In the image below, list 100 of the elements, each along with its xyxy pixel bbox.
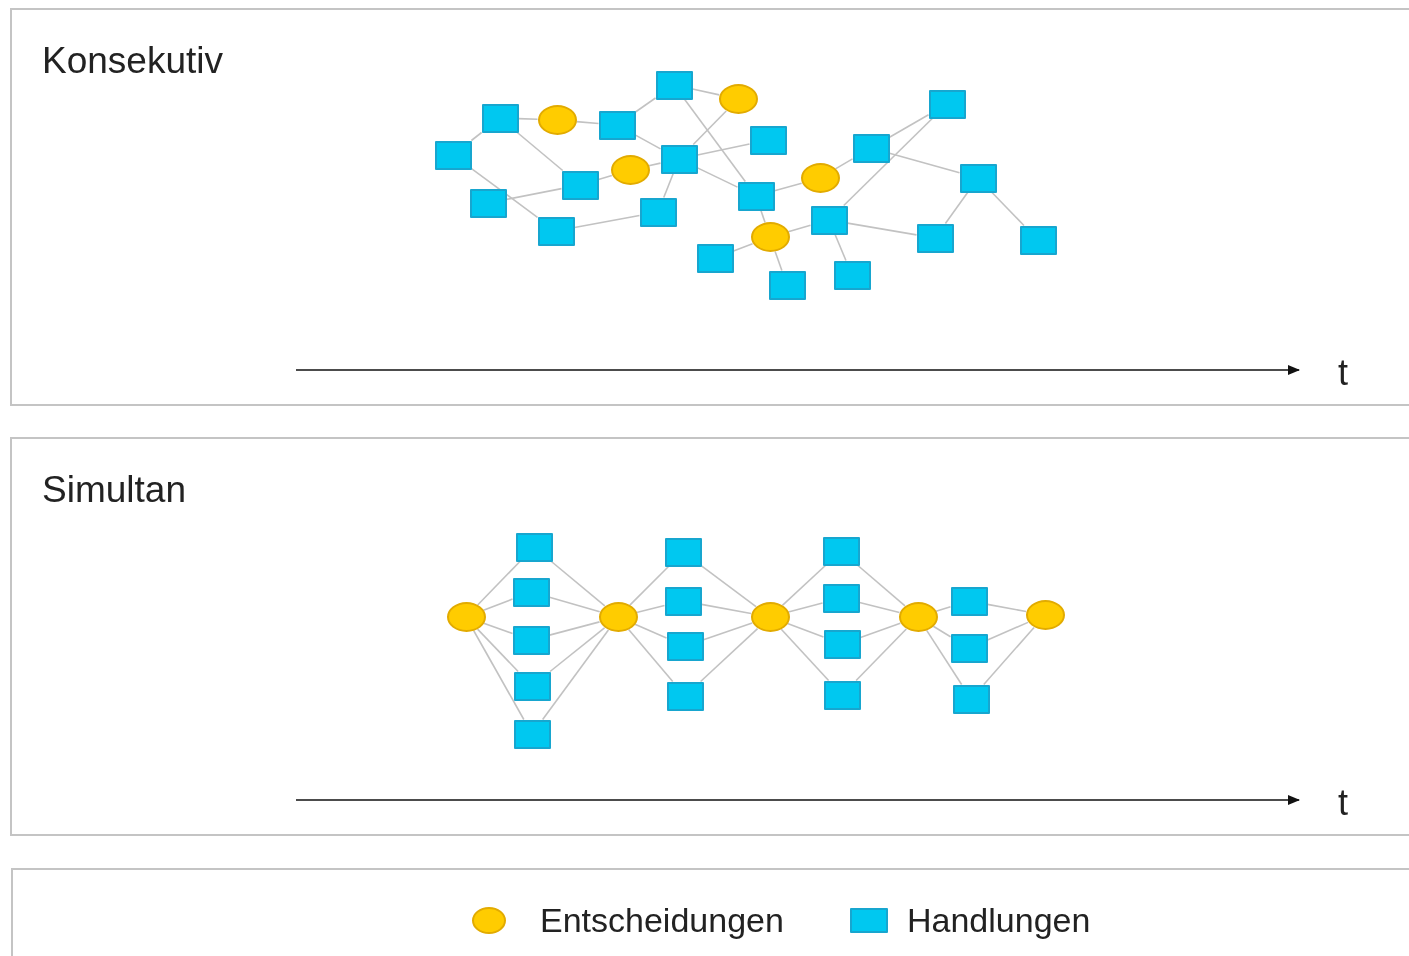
axis-label: t (1338, 355, 1348, 391)
action-box (768, 270, 806, 300)
connector-line (683, 98, 747, 183)
action-box (666, 631, 704, 661)
action-box (469, 188, 507, 218)
decision-ellipse (898, 602, 938, 632)
connector-line (482, 598, 514, 612)
connector-line (834, 158, 854, 170)
connector-line (991, 191, 1025, 227)
panel (10, 437, 1409, 836)
action-box (823, 629, 861, 659)
connector-line (550, 560, 606, 607)
connector-line (597, 174, 613, 181)
action-box (481, 103, 519, 133)
action-box (916, 223, 954, 253)
connector-line (888, 113, 930, 139)
panel (10, 8, 1409, 406)
connector-line (855, 628, 908, 682)
connector-line (635, 604, 666, 614)
connector-line (702, 622, 753, 641)
connector-line (472, 629, 525, 721)
connector-line (476, 560, 521, 606)
action-box (666, 681, 704, 711)
connector-line (505, 187, 563, 201)
connector-line (846, 222, 918, 236)
connector-line (627, 628, 674, 683)
connector-line (482, 622, 514, 635)
connector-line (629, 565, 670, 606)
connector-line (476, 628, 519, 673)
connector-line (859, 622, 902, 639)
action-box (810, 205, 848, 235)
action-box (1019, 225, 1057, 255)
connector-line (548, 621, 601, 636)
connector-line (696, 143, 751, 156)
connector-line (732, 242, 754, 252)
action-box (537, 216, 575, 246)
panel-title: Simultan (42, 469, 186, 511)
action-box (660, 144, 698, 174)
action-box (655, 70, 693, 100)
action-box (950, 586, 988, 616)
connector-line (857, 564, 906, 607)
connector-line (548, 596, 601, 613)
action-box (737, 181, 775, 211)
connector-line (549, 627, 606, 673)
action-box (822, 536, 860, 566)
decision-ellipse (718, 84, 758, 114)
decision-ellipse (750, 602, 790, 632)
connector-line (786, 622, 825, 638)
decision-ellipse (1025, 600, 1065, 630)
connector-line (834, 233, 847, 262)
legend-label: Handlungen (907, 903, 1091, 937)
connector-line (781, 564, 827, 607)
decision-ellipse (610, 155, 650, 185)
connector-line (986, 603, 1027, 613)
action-box (515, 532, 553, 562)
connector-line (935, 606, 952, 613)
connector-line (774, 250, 783, 272)
decision-ellipse (446, 602, 486, 632)
action-box (749, 125, 787, 155)
action-box (852, 133, 890, 163)
connector-line (662, 172, 675, 199)
action-box (952, 684, 990, 714)
connector-line (573, 214, 641, 229)
action-box (512, 625, 550, 655)
decision-ellipse (800, 163, 840, 193)
connector-line (700, 565, 757, 608)
connector-line (925, 629, 963, 686)
connector-line (634, 134, 662, 150)
axis-label: t (1338, 785, 1348, 821)
connector-line (787, 602, 824, 613)
connector-line (470, 131, 483, 142)
connector-line (773, 182, 803, 192)
action-box (823, 680, 861, 710)
connector-line (700, 603, 752, 615)
action-box (950, 633, 988, 663)
action-box (928, 89, 966, 119)
connector-line (517, 117, 539, 121)
connector-line (470, 167, 539, 219)
legend-label: Entscheidungen (540, 903, 784, 937)
connector-line (760, 209, 766, 224)
connector-line (982, 626, 1035, 686)
connector-line (634, 97, 657, 113)
action-box (512, 577, 550, 607)
connector-line (541, 629, 610, 721)
connector-line (516, 131, 564, 172)
connector-line (692, 110, 728, 146)
action-box (598, 110, 636, 140)
connector-line (986, 621, 1029, 641)
action-box (696, 243, 734, 273)
connector-line (932, 625, 952, 638)
connector-line (787, 224, 812, 233)
decision-ellipse (537, 105, 577, 135)
connector-line (858, 601, 901, 614)
action-box (513, 719, 551, 749)
action-box (639, 197, 677, 227)
connector-line (842, 117, 934, 207)
action-box (561, 170, 599, 200)
action-box (822, 583, 860, 613)
decision-ellipse (598, 602, 638, 632)
action-box (513, 671, 551, 701)
